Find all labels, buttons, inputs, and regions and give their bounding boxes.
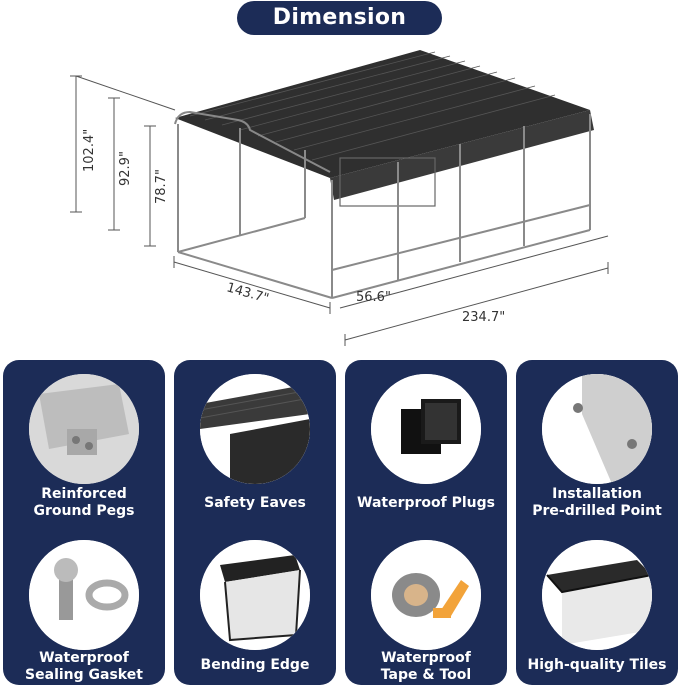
roof-eave — [330, 110, 594, 200]
feature-label-3: Waterproof Plugs — [357, 495, 495, 511]
eave-icon — [200, 374, 310, 484]
dim-height-mid: 92.9" — [118, 151, 133, 186]
plug-icon — [371, 374, 481, 484]
dim-height-side: 78.7" — [154, 169, 169, 204]
roof-top — [175, 50, 590, 178]
feature-label-2: Safety Eaves — [204, 495, 306, 511]
gasket-icon — [29, 540, 139, 650]
tape-icon — [371, 540, 481, 650]
dim-length: 234.7" — [462, 310, 506, 325]
ground-peg-icon — [29, 374, 139, 484]
dimension-title: Dimension — [237, 1, 442, 35]
dim-height-total: 102.4" — [82, 128, 97, 172]
drilled-point-icon — [542, 374, 652, 484]
carport-dimension-drawing: 102.4" 92.9" 78.7" 143.7" 56.6" 234.7" — [0, 40, 679, 350]
feature-panel-2: Safety Eaves Bending Edge — [174, 360, 336, 685]
carport-illustration — [70, 50, 609, 346]
dim-bay: 56.6" — [356, 290, 391, 305]
bending-edge-icon — [200, 540, 310, 650]
tiles-icon — [542, 540, 652, 650]
feature-label-6: Bending Edge — [200, 657, 310, 673]
feature-label-8: High-quality Tiles — [527, 657, 667, 673]
